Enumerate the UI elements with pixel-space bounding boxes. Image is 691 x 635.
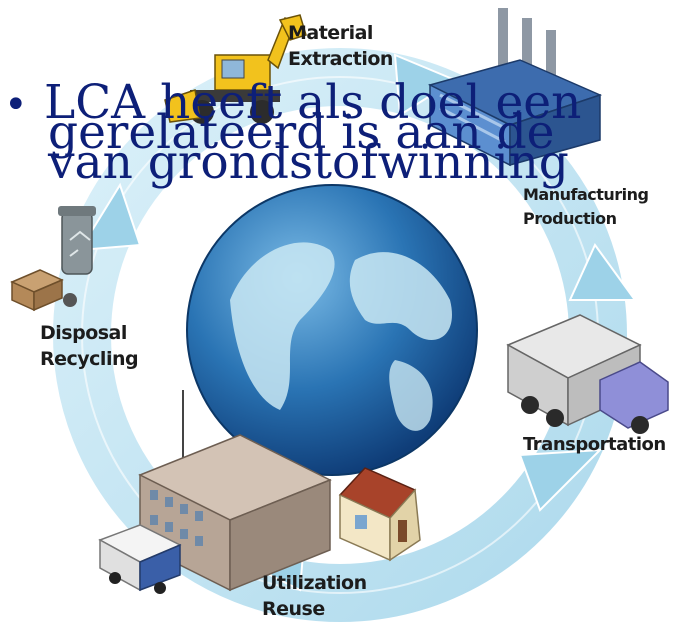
bullet-marker: • xyxy=(4,82,28,128)
buildings-icon xyxy=(138,390,332,592)
house-icon xyxy=(338,467,421,562)
cart-icon xyxy=(10,269,77,312)
recycle-bin-icon xyxy=(58,206,96,275)
stage-label-utilization-reuse: Utilization Reuse xyxy=(262,572,367,620)
arrow-top xyxy=(393,53,458,117)
globe-icon xyxy=(186,184,478,476)
arrow-right-lower xyxy=(518,448,603,512)
truck-icon xyxy=(506,314,669,434)
arrow-left xyxy=(78,182,142,252)
factory-icon xyxy=(427,8,603,167)
stage-label-manufacturing-production: Manufacturing Production xyxy=(523,185,649,228)
bullet-line-3: van grondstofwinning xyxy=(48,135,569,190)
stage-label-transportation: Transportation xyxy=(523,434,666,455)
bullet-text: • LCA heeft als doel een gerelateerd is … xyxy=(4,79,691,190)
cycle-arrows xyxy=(78,53,637,592)
arrow-right-upper xyxy=(568,243,637,301)
stage-label-disposal-recycling: Disposal Recycling xyxy=(40,322,139,370)
stage-label-material-extraction: Material Extraction xyxy=(288,22,393,70)
van-icon xyxy=(98,524,182,594)
excavator-icon xyxy=(164,14,307,124)
